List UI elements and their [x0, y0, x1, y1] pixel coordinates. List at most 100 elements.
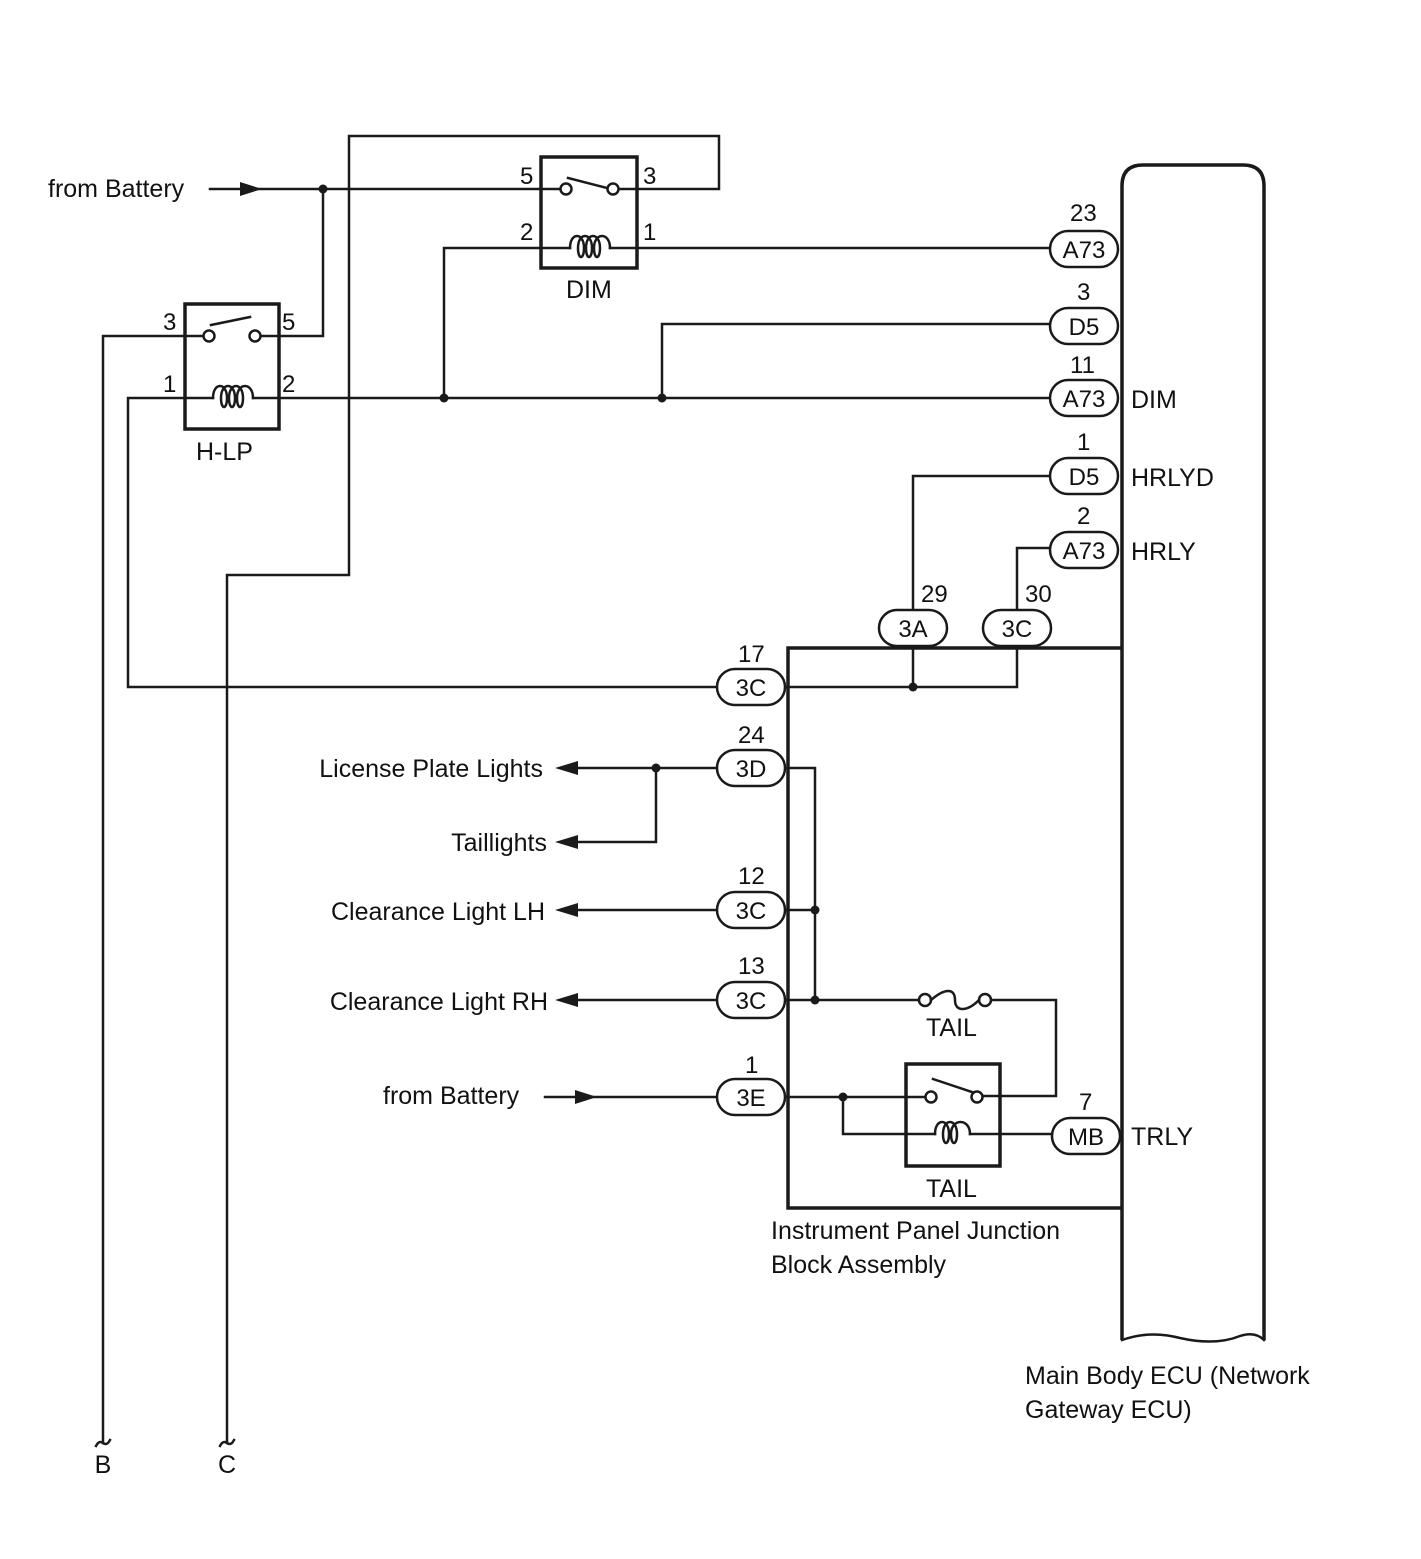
pin-label: 17	[738, 641, 765, 668]
connector-code: A73	[1063, 386, 1106, 413]
fuse-terminal-icon	[917, 992, 933, 1008]
connector-code: 3C	[736, 675, 767, 702]
coil-icon	[211, 384, 255, 409]
wire-hlp-pin3-to-b	[101, 334, 187, 1445]
connector-d5-1	[1048, 456, 1120, 496]
connector-code: 3C	[736, 988, 767, 1015]
connector-3d-24	[715, 748, 787, 788]
wire-3d-internal	[783, 766, 817, 1002]
relay-name: TAIL	[926, 1175, 977, 1203]
wire-internal-3c17	[783, 646, 1019, 689]
wire-dim-pin2	[442, 246, 543, 400]
connector-3c-12	[715, 890, 787, 930]
ecu-break-line	[1120, 1332, 1266, 1343]
tail-fuse	[917, 989, 993, 1011]
connector-a73-2	[1048, 530, 1120, 570]
fuse-terminal-icon	[977, 992, 993, 1008]
pin-label: 24	[738, 722, 765, 749]
switch-contact-icon	[202, 329, 216, 343]
relay-name: H-LP	[196, 438, 253, 466]
wires	[101, 134, 1058, 1445]
pin-label: 1	[1077, 429, 1090, 456]
connector-code: D5	[1069, 464, 1100, 491]
wire-hrlyd	[911, 474, 1052, 612]
junction-dot	[439, 393, 449, 403]
connector-3c-17	[715, 667, 787, 707]
switch-blade-icon	[566, 176, 609, 190]
switch-contact-icon	[248, 329, 262, 343]
junction-block-box	[786, 646, 1122, 1210]
pin-label: 5	[282, 309, 295, 336]
junction-dot	[318, 184, 328, 194]
pin-label: 12	[738, 863, 765, 890]
source-label: from Battery	[383, 1082, 520, 1110]
junction-dot	[838, 1092, 848, 1102]
pin-label: 29	[921, 581, 948, 608]
connector-code: A73	[1063, 237, 1106, 264]
pin-label: 2	[520, 219, 533, 246]
connector-code: D5	[1069, 314, 1100, 341]
pin-label: 1	[745, 1052, 758, 1079]
pin-label: 2	[1077, 503, 1090, 530]
hlp-relay-box	[183, 302, 281, 431]
dim-relay-box	[539, 155, 639, 270]
pin-label: 1	[163, 371, 176, 398]
wire-dim-pin3-to-c	[225, 134, 721, 1445]
connector-3e-1	[715, 1077, 787, 1117]
coil-icon	[933, 1120, 972, 1145]
junction-dot	[810, 995, 820, 1005]
pin-label: 11	[1070, 352, 1095, 379]
wire-hlp-pin1-to-3c17	[126, 396, 719, 689]
junction-block-label: Instrument Panel Junction	[771, 1217, 1060, 1245]
source-label: from Battery	[48, 175, 185, 203]
arrow-left-icon	[555, 835, 578, 849]
hlp-relay	[183, 302, 281, 431]
connector-a73-23	[1048, 229, 1120, 269]
pin-label: 23	[1070, 200, 1097, 227]
pin-label: 30	[1025, 581, 1052, 608]
arrow-left-icon	[555, 993, 578, 1007]
tail-relay-box	[904, 1062, 1002, 1168]
switch-contact-icon	[559, 182, 573, 196]
pin-label: 5	[520, 163, 533, 190]
wire-d5-3	[660, 322, 1052, 400]
connector-code: 3C	[736, 898, 767, 925]
connector-3c-30	[981, 608, 1053, 648]
connectors	[715, 229, 1122, 1156]
pin-label: 7	[1079, 1089, 1092, 1116]
connector-code: 3C	[1002, 616, 1033, 643]
break-mark-icon	[218, 1438, 236, 1448]
main-body-ecu-box	[1120, 163, 1266, 1340]
break-mark-icon	[94, 1438, 112, 1448]
connector-code: A73	[1063, 538, 1106, 565]
switch-blade-icon	[209, 315, 252, 327]
tail-relay	[904, 1062, 1002, 1168]
pin-label: 3	[643, 163, 656, 190]
arrow-right-icon	[240, 182, 262, 196]
pin-label: 3	[163, 309, 176, 336]
switch-contact-icon	[606, 182, 620, 196]
arrow-right-icon	[575, 1090, 597, 1104]
arrow-left-icon	[555, 903, 578, 917]
wire-relay-coil-left	[841, 1095, 937, 1136]
junction-dot	[651, 763, 661, 773]
continuation-label-c: C	[218, 1451, 236, 1479]
ecu-label: Main Body ECU (Network	[1025, 1362, 1310, 1390]
junction-block-label: Block Assembly	[771, 1251, 947, 1279]
connector-3a-29	[877, 608, 949, 648]
output-label: Clearance Light RH	[330, 988, 548, 1016]
junction-dot	[657, 393, 667, 403]
connector-a73-11	[1048, 378, 1120, 418]
junction-dot	[810, 905, 820, 915]
connector-code: 3E	[736, 1085, 765, 1112]
fuse-element-icon	[929, 989, 981, 1011]
switch-blade-icon	[931, 1077, 974, 1094]
arrows	[240, 182, 597, 1104]
output-label: Clearance Light LH	[331, 898, 545, 926]
fuse-name: TAIL	[926, 1014, 977, 1042]
wire-fuse-to-relay	[981, 998, 1058, 1098]
output-label: License Plate Lights	[319, 755, 543, 783]
output-label: Taillights	[451, 829, 547, 857]
junction-dots	[318, 184, 918, 1102]
